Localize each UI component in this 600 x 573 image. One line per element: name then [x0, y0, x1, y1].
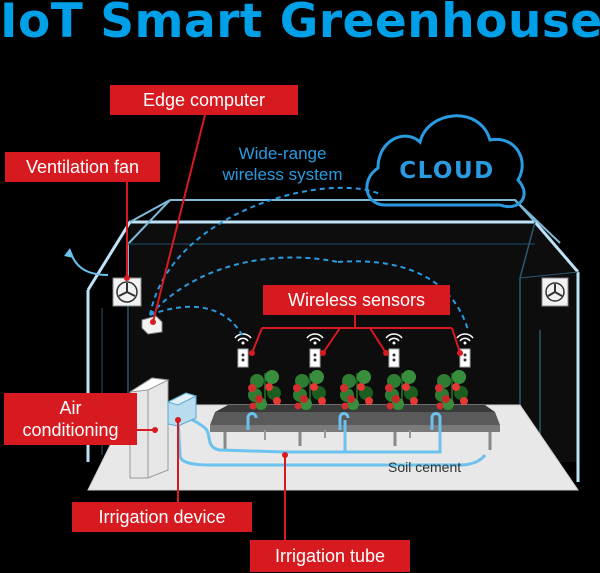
edge-computer-icon: [141, 315, 163, 335]
sensor-icon: [388, 348, 400, 368]
label-air-conditioning-line1: Air: [59, 398, 82, 418]
wifi-icon: [306, 333, 324, 342]
label-air-conditioning: Air conditioning: [4, 393, 137, 445]
sensor-icon: [309, 348, 321, 368]
wifi-icon: [385, 333, 403, 342]
cloud-label: CLOUD: [399, 158, 495, 184]
tomato-plants: [248, 370, 468, 410]
tomato-plant-icon: [435, 370, 468, 410]
label-wireless-system-line1: Wide-range: [238, 144, 327, 163]
label-ventilation-fan: Ventilation fan: [5, 152, 160, 182]
wifi-icon: [234, 333, 252, 342]
cloud-icon: [365, 114, 526, 209]
label-wireless-system: Wide-range wireless system: [190, 143, 375, 185]
page-title: IoT Smart Greenhouse: [0, 0, 600, 49]
label-wireless-system-line2: wireless system: [222, 165, 343, 184]
tomato-plant-icon: [293, 370, 326, 410]
label-irrigation-tube: Irrigation tube: [250, 540, 410, 572]
label-air-conditioning-line2: conditioning: [22, 420, 119, 440]
wireless-sensors: [234, 333, 474, 368]
fan-icon: [541, 277, 569, 307]
callout-leaders: [126, 114, 286, 545]
tomato-plant-icon: [340, 370, 373, 410]
tomato-plant-icon: [385, 370, 418, 410]
tomato-plant-icon: [248, 370, 281, 410]
label-soil-cement: Soil cement: [388, 459, 462, 475]
fan-icon: [112, 277, 142, 307]
label-irrigation-device: Irrigation device: [72, 502, 252, 532]
air-conditioner-icon: [129, 377, 170, 479]
sensor-icon: [237, 348, 249, 368]
wifi-icon: [456, 333, 474, 342]
irrigation-device-icon: [166, 392, 198, 427]
sensor-icon: [459, 348, 471, 368]
label-wireless-sensors: Wireless sensors: [263, 285, 450, 315]
planting-bed: [210, 405, 500, 450]
label-edge-computer: Edge computer: [110, 85, 298, 115]
wireless-sensor-connectors: [251, 312, 461, 354]
airflow-arrow-icon: [69, 251, 109, 276]
